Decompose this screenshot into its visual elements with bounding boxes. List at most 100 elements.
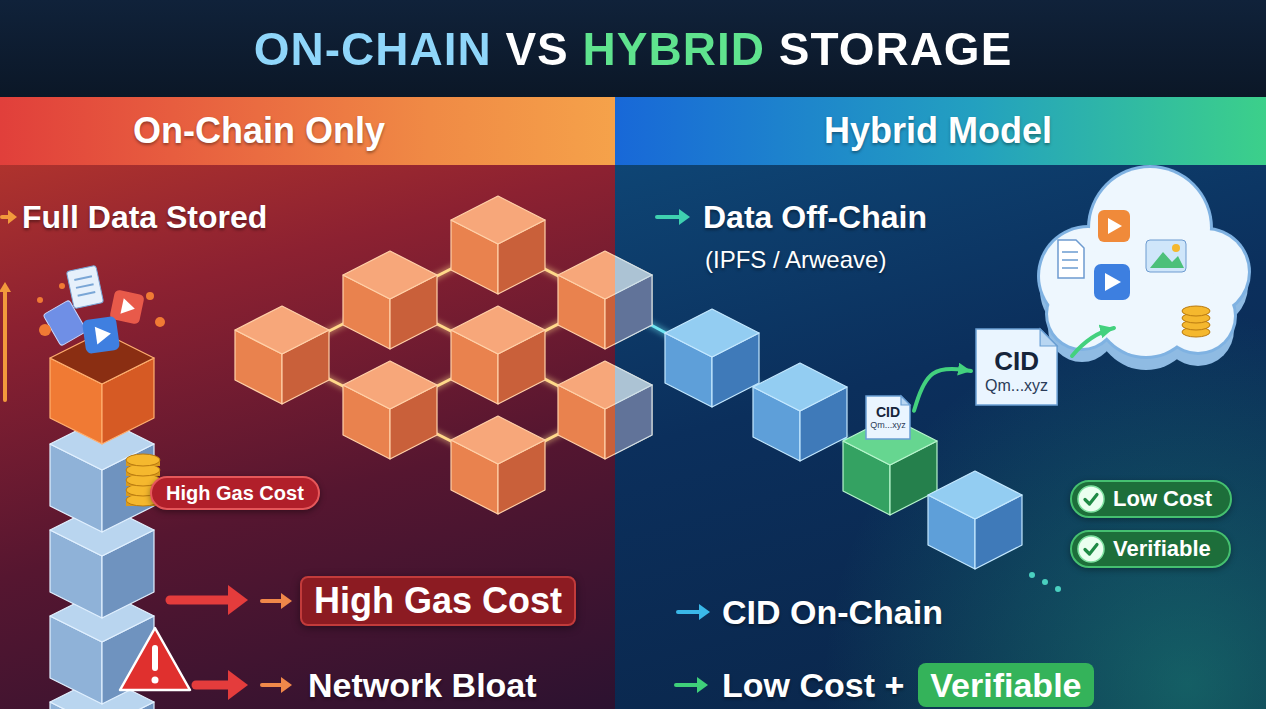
- document-outline: [866, 396, 910, 439]
- data-files: [39, 324, 51, 336]
- check-badge: Verifiable: [1070, 530, 1231, 568]
- check-icon: [1085, 545, 1097, 555]
- point-label: Low Cost +: [722, 665, 904, 705]
- check-icon: [1085, 495, 1097, 505]
- block-cube: [615, 251, 652, 459]
- file-icons: [1098, 210, 1130, 242]
- arrow-symbol: [699, 604, 710, 620]
- point-label: CID On-Chain: [722, 592, 943, 632]
- check-icon: [1078, 536, 1104, 562]
- warning-symbol: [152, 677, 159, 684]
- arrow-symbol: [2, 210, 17, 224]
- arrow-symbol: [676, 683, 697, 687]
- arrow-symbol: [3, 292, 7, 400]
- point-label: Network Bloat: [308, 665, 537, 705]
- block-cube: [615, 251, 652, 299]
- cost-badge: High Gas Cost: [150, 476, 320, 510]
- arrow-symbol: [228, 585, 248, 615]
- block-cube: [451, 196, 545, 294]
- data-files: [146, 292, 154, 300]
- cloud-shape: [1037, 165, 1251, 359]
- block-cube: [235, 306, 329, 354]
- check-icon: [1077, 485, 1105, 513]
- block-cube: [843, 417, 937, 515]
- block-cube: [665, 309, 759, 407]
- file-icons: [1094, 264, 1130, 300]
- arrow-symbol: [196, 681, 228, 690]
- check-icon: [1077, 535, 1105, 563]
- block-cube: [451, 196, 545, 244]
- cloud-shape: [1040, 168, 1248, 356]
- block-cube: [558, 361, 652, 459]
- arrow-symbol: [262, 593, 292, 609]
- block-cube: [843, 417, 937, 465]
- block-cube: [928, 471, 1022, 569]
- file-icons: [1150, 252, 1184, 268]
- check-badge: Low Cost: [1070, 480, 1232, 518]
- check-icon: [1078, 486, 1104, 512]
- document-outline: [976, 329, 1057, 405]
- arrow-symbol: [679, 209, 690, 225]
- arrow-symbol: [657, 209, 690, 225]
- arrow-symbol: [262, 677, 292, 693]
- arrow-symbol: [196, 670, 248, 700]
- badge-text: High Gas Cost: [166, 480, 304, 506]
- box-text: High Gas Cost: [314, 580, 562, 622]
- data-files: [59, 283, 65, 289]
- file-icons: [1172, 244, 1180, 252]
- data-files: [155, 317, 165, 327]
- file-icons: [1062, 267, 1078, 269]
- arrow-symbol: [697, 677, 708, 693]
- file-icons: [1058, 210, 1210, 337]
- warning-symbol: [120, 628, 190, 690]
- block-cube: [615, 361, 652, 409]
- cid-document: CIDQm...xyz: [975, 328, 1058, 406]
- warning-symbol: [152, 645, 158, 671]
- arrow-symbol: [0, 282, 11, 400]
- diagram-title: ON-CHAIN VS HYBRID STORAGE: [254, 22, 1013, 76]
- title-band: [0, 0, 1266, 97]
- block-cube: [558, 251, 652, 349]
- arrow-symbol: [0, 282, 11, 292]
- document-text: Qm...xyz: [870, 420, 906, 431]
- badge-text: Low Cost: [1113, 485, 1212, 513]
- arrow-symbol: [262, 599, 281, 603]
- data-files: [95, 325, 112, 345]
- coin-stack: [126, 454, 160, 466]
- verified-box: Verifiable: [918, 663, 1093, 707]
- block-cube: [451, 306, 545, 404]
- point-label: Data Off-Chain: [703, 198, 927, 236]
- arrow-symbol: [8, 210, 17, 224]
- panel-heading: On-Chain Only: [0, 97, 615, 165]
- arrow-symbol: [676, 677, 708, 693]
- block-chain: [235, 196, 1061, 592]
- block-cube: [343, 251, 437, 349]
- file-icons: [1146, 240, 1186, 272]
- arrow-symbol: [2, 215, 8, 219]
- data-files: [74, 276, 92, 280]
- document-text: CID: [985, 346, 1048, 376]
- block-cube: [665, 309, 759, 357]
- title-bar: ON-CHAIN VS HYBRID STORAGE: [0, 0, 1266, 97]
- document-text: Qm...xyz: [985, 376, 1048, 396]
- data-files: [120, 298, 136, 316]
- file-icons: [1058, 240, 1084, 278]
- block-cube: [343, 251, 437, 299]
- coin-stack: [126, 454, 160, 506]
- data-files: [66, 265, 103, 308]
- block-cube: [753, 363, 847, 461]
- block-cube: [928, 471, 1022, 519]
- arrow-symbol: [678, 610, 699, 614]
- block-cube: [451, 416, 545, 464]
- cid-document: CIDQm...xyz: [865, 395, 911, 440]
- block-cube: [343, 361, 437, 409]
- warning-symbol: [120, 628, 190, 690]
- data-files: [37, 297, 43, 303]
- box-text: Verifiable: [930, 664, 1081, 706]
- file-icons: [1062, 251, 1078, 253]
- arrow-symbol: [262, 683, 281, 687]
- arrow-symbol: [281, 677, 292, 693]
- cost-box: High Gas Cost: [300, 576, 576, 626]
- arrow-symbol: [170, 585, 248, 615]
